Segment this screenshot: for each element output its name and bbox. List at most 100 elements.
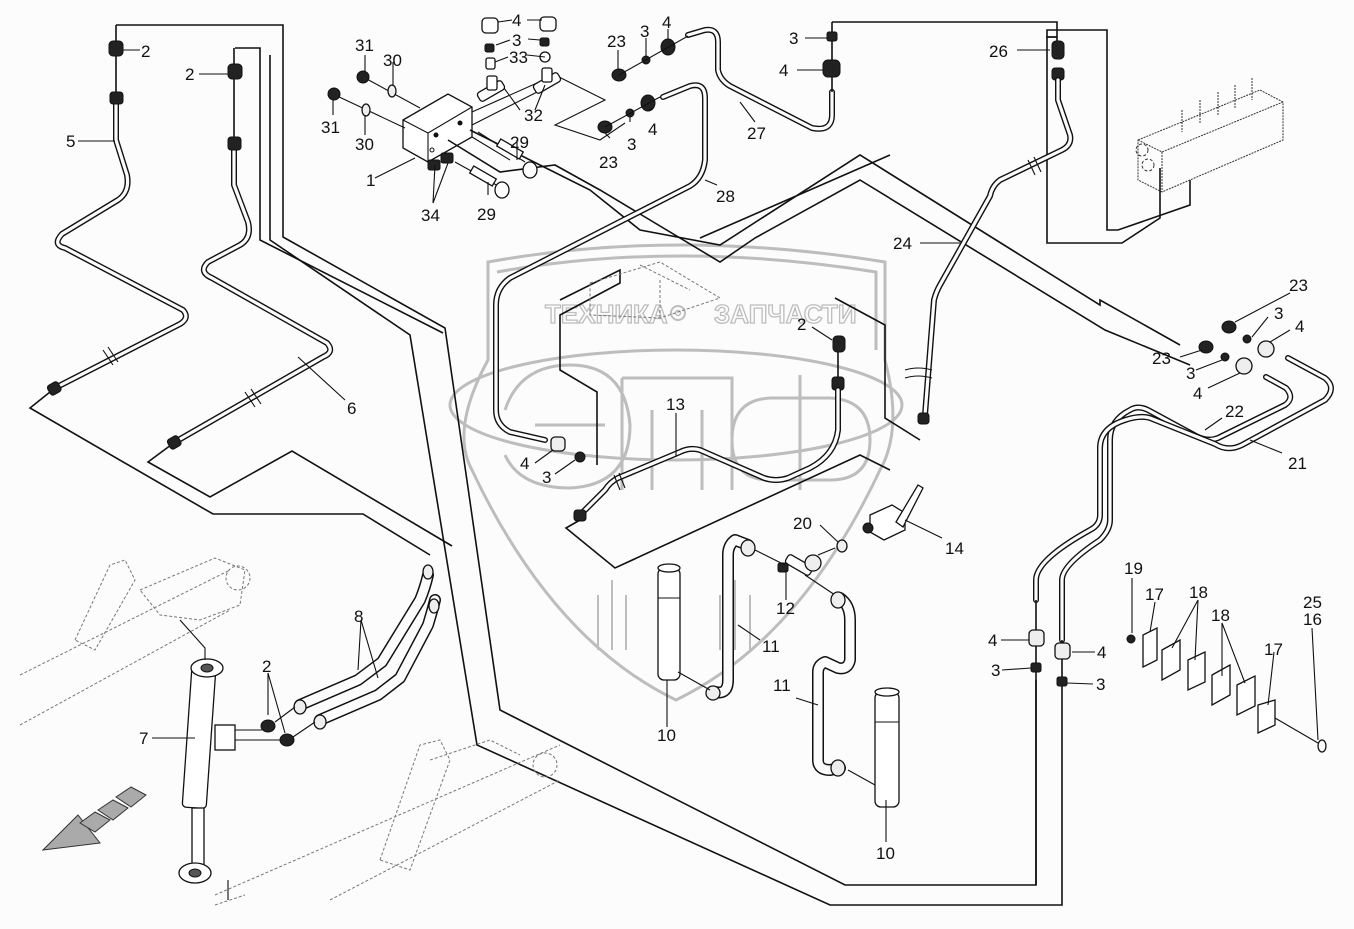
nut-4-d — [822, 59, 841, 78]
nut-4-g — [550, 436, 566, 452]
sleeve-3-g — [574, 451, 586, 463]
plug-33-a — [485, 57, 496, 70]
cylinder-hose-links — [677, 671, 876, 786]
fitting-2-cyl-b — [279, 733, 295, 747]
watermark: ТЕХНИКА ЗАПЧАСТИ — [448, 243, 904, 702]
callout-4: 4 — [662, 13, 671, 32]
callout-3: 3 — [542, 468, 551, 487]
callout-31: 31 — [321, 118, 340, 137]
frame-ghost-upper — [19, 557, 251, 726]
watermark-left-word: ТЕХНИКА — [545, 299, 668, 329]
callout-22: 22 — [1225, 402, 1244, 421]
pipe-routing-lines — [28, 25, 453, 556]
watermark-right-word: ЗАПЧАСТИ — [714, 299, 857, 329]
callout-26: 26 — [989, 42, 1008, 61]
callout-4: 4 — [512, 11, 521, 30]
callout-30: 30 — [355, 135, 374, 154]
sleeve-3-d — [826, 31, 838, 42]
route-line-26 — [1046, 29, 1057, 38]
nut-4-e — [1257, 340, 1275, 358]
callout-32: 32 — [524, 106, 543, 125]
tee-fitting-32-b — [532, 67, 562, 94]
pipe-13 — [573, 387, 841, 522]
fitting-2-center — [832, 335, 846, 353]
callout-23: 23 — [599, 153, 618, 172]
valve-bank — [1135, 78, 1284, 193]
hose-8-b — [313, 594, 441, 730]
callout-2: 2 — [797, 315, 806, 334]
callout-3: 3 — [640, 22, 649, 41]
callout-12: 12 — [776, 599, 795, 618]
callout-25: 25 — [1303, 593, 1322, 612]
line-26-bank-a — [1046, 36, 1161, 244]
callout-11: 11 — [773, 676, 791, 695]
callout-2: 2 — [141, 42, 150, 61]
sleeve-3-e — [1242, 334, 1252, 344]
washer-30-upper — [387, 84, 397, 98]
callout-29: 29 — [477, 205, 496, 224]
watermark-letter-e — [503, 363, 632, 490]
dotted-seat-outline — [589, 261, 722, 319]
callout-10: 10 — [876, 844, 895, 863]
callout-3: 3 — [991, 661, 1000, 680]
callout-8: 8 — [354, 607, 363, 626]
callout-11: 11 — [762, 637, 780, 656]
pipe-6 — [172, 47, 444, 445]
cylinder-10-upper — [657, 563, 681, 681]
nut-31-upper — [356, 70, 370, 84]
sleeve-3-h — [1030, 662, 1042, 673]
callout-18: 18 — [1189, 583, 1208, 602]
adapter-23-c — [1221, 320, 1237, 334]
callout-20: 20 — [793, 514, 812, 533]
adapter-23-d — [1198, 340, 1214, 354]
route-line-center-left — [559, 268, 621, 465]
callout-3: 3 — [1186, 364, 1195, 383]
valve-14 — [862, 484, 924, 541]
fitting-2-left — [108, 40, 124, 57]
leader-lines — [78, 19, 1319, 842]
callout-17: 17 — [1264, 640, 1283, 659]
nut-4-h — [1028, 629, 1045, 647]
callout-33: 33 — [509, 48, 528, 67]
callout-4: 4 — [1295, 317, 1304, 336]
nut-pipe5-end — [46, 381, 62, 396]
callout-31: 31 — [355, 36, 374, 55]
pipe-24 — [904, 77, 1074, 425]
fitting-2-mid — [227, 63, 243, 80]
watermark-letter-p — [620, 376, 734, 490]
clamp-assembly — [1126, 626, 1327, 753]
pipe-28 — [493, 82, 708, 443]
callout-16: 16 — [1303, 610, 1322, 629]
route-line-center-right — [834, 297, 921, 441]
hose-8-a — [293, 564, 434, 715]
nut-4-top-b — [539, 16, 557, 32]
nut-4-f — [1235, 357, 1253, 375]
sleeve-3-top-a — [484, 43, 495, 53]
callout-14: 14 — [945, 539, 964, 558]
callout-27: 27 — [747, 124, 766, 143]
nut-pipe6-end — [166, 435, 182, 450]
callout-3: 3 — [512, 31, 521, 50]
callout-24: 24 — [893, 234, 912, 253]
callout-28: 28 — [716, 187, 735, 206]
hose-11-upper — [705, 534, 756, 701]
cylinder-10-lower — [874, 687, 900, 808]
callout-19: 19 — [1124, 559, 1143, 578]
callout-30: 30 — [383, 51, 402, 70]
cylinder-7-pin-lines — [179, 619, 229, 900]
callout-4: 4 — [520, 454, 529, 473]
lower-routing-lines — [269, 55, 1063, 906]
callout-1: 1 — [366, 171, 375, 190]
nut-4-top-a — [481, 17, 499, 34]
callout-2: 2 — [262, 657, 271, 676]
route-line-pipe13 — [564, 454, 891, 569]
tee-fitting-12 — [777, 554, 822, 576]
pipe-5 — [52, 24, 1037, 886]
callout-2: 2 — [185, 65, 194, 84]
washer-20 — [836, 539, 848, 553]
watermark-feathers — [597, 580, 751, 650]
callout-3: 3 — [1274, 304, 1283, 323]
callout-18: 18 — [1211, 606, 1230, 625]
